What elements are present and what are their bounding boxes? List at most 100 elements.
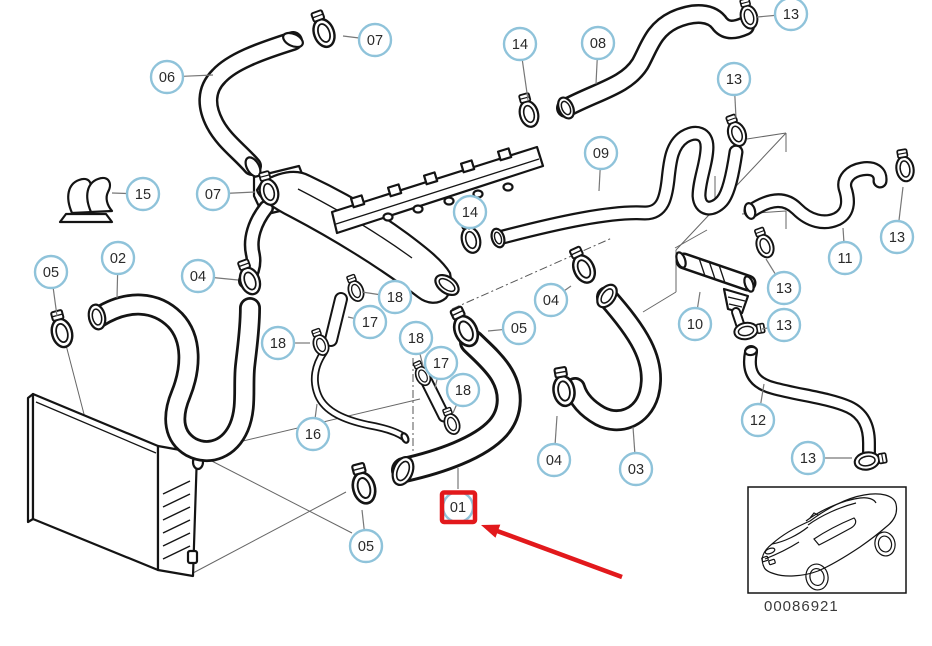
- bubble-label: 17: [433, 356, 449, 372]
- bubble-circle[interactable]: [445, 372, 481, 408]
- leader-line: [361, 291, 380, 296]
- part-bubble-17[interactable]: 17: [423, 345, 459, 381]
- part-bubble-18[interactable]: 18: [398, 320, 434, 356]
- bubble-label: 01: [450, 500, 466, 516]
- part-bubble-18[interactable]: 18: [445, 372, 481, 408]
- bubble-circle[interactable]: [100, 240, 136, 276]
- bubble-circle[interactable]: [180, 258, 216, 294]
- leader-line: [632, 426, 636, 454]
- part-bubble-05[interactable]: 05: [501, 310, 537, 346]
- part-bubble-05[interactable]: 05: [348, 528, 384, 564]
- bubble-label: 18: [408, 331, 424, 347]
- clamp-13-d: [750, 224, 778, 261]
- bubble-label: 13: [776, 318, 792, 334]
- bubble-label: 05: [43, 265, 59, 281]
- part-bubble-04[interactable]: 04: [536, 442, 572, 478]
- water-pipe-assembly: [238, 145, 545, 304]
- bubble-circle[interactable]: [677, 306, 713, 342]
- part-bubble-13[interactable]: 13: [766, 307, 802, 343]
- leader-line: [598, 168, 601, 192]
- part-bubble-10[interactable]: 10: [677, 306, 713, 342]
- part-bubble-18[interactable]: 18: [377, 279, 413, 315]
- bubble-circle[interactable]: [452, 194, 488, 230]
- bubble-circle[interactable]: [716, 61, 752, 97]
- part-bubble-14[interactable]: 14: [502, 26, 538, 62]
- leader-line: [342, 35, 360, 39]
- bubble-circle[interactable]: [398, 320, 434, 356]
- bubble-circle[interactable]: [580, 25, 616, 61]
- hose-09: [490, 125, 744, 249]
- bubble-circle[interactable]: [260, 325, 296, 361]
- part-bubble-13[interactable]: 13: [790, 440, 826, 476]
- part-bubble-13[interactable]: 13: [773, 0, 809, 32]
- bubble-circle[interactable]: [766, 270, 802, 306]
- part-bubble-17[interactable]: 17: [352, 304, 388, 340]
- part-bubble-01[interactable]: 01: [441, 490, 475, 524]
- bubble-circle[interactable]: [583, 135, 619, 171]
- leader-line: [554, 415, 558, 445]
- clamp-13-b: [721, 111, 751, 150]
- leader-line: [52, 287, 58, 317]
- part-bubble-13[interactable]: 13: [716, 61, 752, 97]
- bubble-circle[interactable]: [502, 26, 538, 62]
- bubble-circle[interactable]: [348, 528, 384, 564]
- part-bubble-07[interactable]: 07: [357, 22, 393, 58]
- bubble-circle[interactable]: [773, 0, 809, 32]
- hose-12: [743, 345, 876, 459]
- leader-line: [116, 273, 119, 299]
- pipe-17-left: [324, 292, 348, 347]
- part-bubble-08[interactable]: 08: [580, 25, 616, 61]
- leader-line: [452, 404, 458, 414]
- bubble-circle[interactable]: [357, 22, 393, 58]
- part-bubble-15[interactable]: 15: [125, 176, 161, 212]
- clamp-07-top: [305, 7, 340, 52]
- part-bubble-06[interactable]: 06: [149, 59, 185, 95]
- bubble-circle[interactable]: [33, 254, 69, 290]
- bubble-label: 17: [362, 315, 378, 331]
- part-bubble-03[interactable]: 03: [618, 451, 654, 487]
- bubble-label: 11: [837, 251, 852, 267]
- hose-02: [87, 293, 261, 462]
- part-bubble-04[interactable]: 04: [180, 258, 216, 294]
- part-bubble-18[interactable]: 18: [260, 325, 296, 361]
- bubble-circle[interactable]: [790, 440, 826, 476]
- leader-line: [760, 383, 765, 405]
- part-bubble-04[interactable]: 04: [533, 282, 569, 318]
- leader-line: [419, 353, 424, 367]
- highlight-box: [439, 490, 478, 525]
- part-bubble-07[interactable]: 07: [195, 176, 231, 212]
- clamp-13-f: [852, 448, 889, 473]
- bubble-circle[interactable]: [423, 345, 459, 381]
- bubble-label: 06: [159, 70, 175, 86]
- bubble-circle[interactable]: [195, 176, 231, 212]
- part-bubble-12[interactable]: 12: [740, 402, 776, 438]
- part-bubble-02[interactable]: 02: [100, 240, 136, 276]
- bubble-label: 13: [776, 281, 792, 297]
- bubble-circle[interactable]: [618, 451, 654, 487]
- part-bubble-14[interactable]: 14: [452, 194, 488, 230]
- part-bubble-16[interactable]: 16: [295, 416, 331, 452]
- part-bubble-11[interactable]: 11: [827, 240, 863, 276]
- bubble-circle[interactable]: [501, 310, 537, 346]
- part-bubble-05[interactable]: 05: [33, 254, 69, 290]
- bubble-label: 10: [687, 317, 703, 333]
- bubble-circle[interactable]: [740, 402, 776, 438]
- part-bubble-13[interactable]: 13: [766, 270, 802, 306]
- bubble-circle[interactable]: [295, 416, 331, 452]
- hose-01: [391, 329, 522, 487]
- bubble-circle[interactable]: [125, 176, 161, 212]
- bubble-circle[interactable]: [352, 304, 388, 340]
- bubble-circle[interactable]: [536, 442, 572, 478]
- bubble-circle[interactable]: [766, 307, 802, 343]
- leader-line: [182, 74, 214, 77]
- bubble-circle[interactable]: [879, 219, 915, 255]
- bubble-circle[interactable]: [149, 59, 185, 95]
- bubble-circle[interactable]: [827, 240, 863, 276]
- part-bubble-09[interactable]: 09: [583, 135, 619, 171]
- bubble-circle[interactable]: [377, 279, 413, 315]
- hose-08: [556, 4, 755, 120]
- bubble-label: 08: [590, 36, 606, 52]
- part-bubble-13[interactable]: 13: [879, 219, 915, 255]
- bubble-circle[interactable]: [533, 282, 569, 318]
